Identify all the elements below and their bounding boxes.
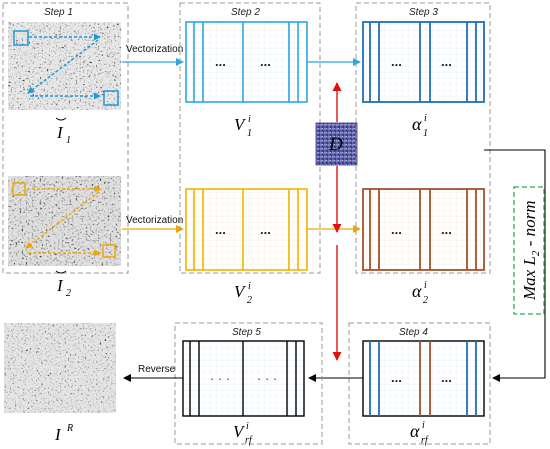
svg-text:1: 1 (247, 128, 252, 139)
label-alpha1: α i 1 (412, 113, 428, 139)
svg-text:Vectorization: Vectorization (126, 44, 183, 55)
label-I1: I 1 (55, 117, 71, 146)
svg-text:i: i (248, 114, 251, 125)
breve-mark (55, 117, 67, 121)
svg-text:I: I (56, 123, 64, 142)
vectorization-arrow-2: Vectorization (122, 215, 184, 233)
max-l2-norm-label: Max L2 - norm (520, 201, 542, 302)
svg-text:I: I (54, 425, 62, 444)
step5-title: Step 5 (232, 327, 261, 338)
coefficient-matrix-alpha2: ... ... (362, 188, 485, 271)
step2-panel: Step 2 ... ... V i 1 ... ... V (179, 2, 321, 306)
label-V-rf: V i rf (233, 421, 253, 446)
svg-text:D: D (328, 134, 343, 155)
step4-panel: Step 4 ... ... α i rf (348, 322, 491, 446)
step3-title: Step 3 (409, 7, 438, 18)
breve-mark (55, 270, 67, 274)
svg-text:i: i (422, 420, 425, 431)
svg-text:· · ·: · · · (210, 371, 230, 386)
svg-text:α: α (412, 114, 422, 134)
max-l2-norm-box (513, 186, 545, 315)
step1-panel: Step 1 I 1 I 2 (2, 2, 129, 299)
svg-text:i: i (246, 421, 249, 432)
patch-matrix-V2: ... ... (185, 188, 308, 271)
source-image-1 (8, 22, 121, 110)
svg-text:...: ... (441, 222, 452, 237)
svg-text:I: I (56, 276, 64, 295)
step5-panel: Step 5 · · · · · · V i rf (174, 322, 323, 446)
svg-text:...: ... (441, 370, 452, 385)
vectorization-arrow-1: Vectorization (122, 44, 184, 66)
label-IR: I R (54, 423, 73, 444)
dictionary-D: D (315, 82, 358, 361)
label-alpha-rf: α i rf (410, 420, 429, 446)
svg-text:i: i (424, 280, 427, 291)
svg-text:2: 2 (423, 295, 428, 306)
svg-text:2: 2 (247, 295, 252, 306)
svg-text:V: V (234, 282, 247, 301)
svg-text:...: ... (391, 54, 402, 69)
svg-text:V: V (234, 115, 247, 134)
svg-text:...: ... (260, 222, 271, 237)
step4-title: Step 4 (399, 327, 428, 338)
svg-text:Vectorization: Vectorization (126, 215, 183, 226)
svg-text:...: ... (215, 54, 226, 69)
svg-text:...: ... (391, 222, 402, 237)
svg-text:i: i (424, 113, 427, 124)
step1-title: Step 1 (44, 7, 73, 18)
svg-text:Reverse: Reverse (138, 364, 176, 375)
dictionary-block (315, 122, 358, 166)
svg-text:α: α (412, 281, 422, 301)
svg-text:...: ... (260, 54, 271, 69)
fused-image-IR (4, 323, 116, 413)
label-V1: V i 1 (234, 114, 252, 139)
svg-text:1: 1 (423, 128, 428, 139)
label-alpha2: α i 2 (412, 280, 428, 306)
step2-title: Step 2 (231, 7, 260, 18)
svg-text:α: α (410, 421, 420, 441)
reverse-arrow: Reverse (123, 364, 183, 382)
svg-text:V: V (233, 422, 246, 441)
svg-text:i: i (248, 281, 251, 292)
fused-coefficient-matrix-alpha-rf: ... ... (362, 340, 485, 417)
fused-patch-matrix-V-rf: · · · · · · (182, 340, 305, 417)
svg-text:...: ... (215, 222, 226, 237)
svg-text:...: ... (391, 370, 402, 385)
source-image-2 (8, 176, 121, 266)
coefficient-matrix-alpha1: ... ... (362, 21, 485, 103)
step3-panel: Step 3 ... ... α i 1 ... ... (355, 2, 491, 306)
patch-matrix-V1: ... ... (185, 21, 308, 103)
svg-text:· · ·: · · · (257, 371, 277, 386)
max-l2-norm-path: Max L2 - norm (484, 149, 546, 382)
svg-text:1: 1 (66, 135, 71, 146)
label-V2: V i 2 (234, 281, 252, 306)
svg-text:2: 2 (66, 288, 71, 299)
svg-text:...: ... (441, 54, 452, 69)
svg-text:rf: rf (245, 435, 253, 446)
label-I2: I 2 (55, 270, 71, 299)
svg-text:rf: rf (421, 435, 429, 446)
svg-text:R: R (66, 423, 73, 434)
